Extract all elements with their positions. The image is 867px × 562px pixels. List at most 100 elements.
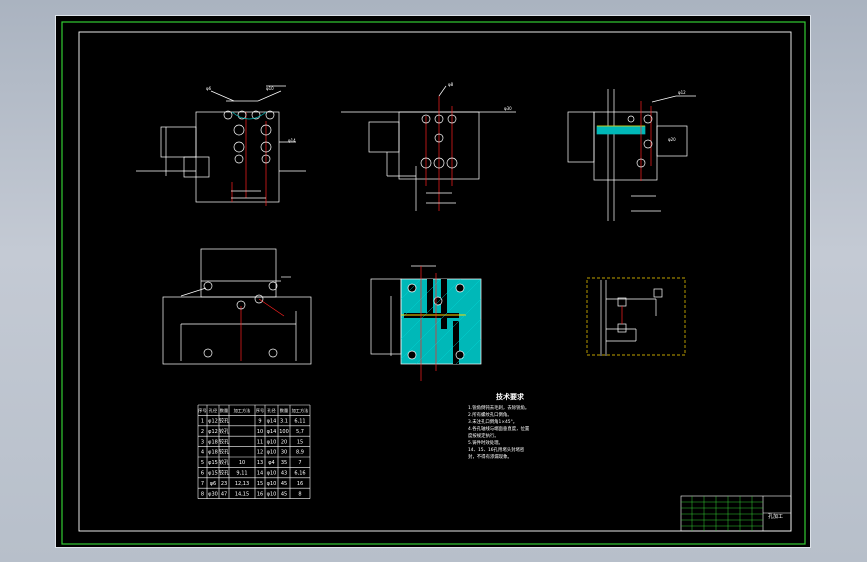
table-cell: 6,16 <box>294 470 305 476</box>
table-cell: 35 <box>281 460 287 466</box>
view-4 <box>162 248 312 365</box>
table-cell: 铰孔 <box>219 469 229 476</box>
table-cell: φ10 <box>267 491 277 497</box>
view-2 <box>341 85 516 211</box>
table-cell: 14,15 <box>235 491 249 497</box>
title-block-drawing-name: 孔加工 <box>768 513 783 520</box>
table-cell: 2 <box>201 429 204 435</box>
tech-req-line: 4.各孔轴线与端面垂直度，位置 <box>468 425 530 432</box>
table-header-cell: 序号 <box>198 407 206 414</box>
view3-callout-1: φ12 <box>678 90 686 95</box>
tech-req-line: 2.所有螺纹孔口倒角。 <box>468 411 512 418</box>
table-cell: φ10 <box>267 450 277 456</box>
table-cell: 6 <box>201 470 204 476</box>
view5-hatch <box>400 278 482 365</box>
drawing-frame <box>78 31 792 532</box>
table-cell: φ14 <box>267 418 277 424</box>
tech-req-line: 度按规定执行。 <box>468 432 499 439</box>
table-cell: φ4 <box>268 460 274 466</box>
tech-req-line: 1.锐角倒钝去毛刺，去除锐角。 <box>468 404 529 411</box>
table-cell: 5 <box>201 460 204 466</box>
view3-callout-2: φ20 <box>668 137 676 142</box>
table-cell: φ15 <box>208 460 218 466</box>
table-cell: 8,9 <box>296 450 304 456</box>
table-cell: 铰孔 <box>219 417 229 424</box>
table-header-cell: 孔径 <box>267 407 275 414</box>
table-cell: 8 <box>298 491 301 497</box>
table-cell: φ30 <box>208 491 218 497</box>
table-cell: 11 <box>257 439 263 445</box>
table-cell: 1 <box>201 418 204 424</box>
table-cell: φ18 <box>208 439 218 445</box>
view3-body <box>593 111 658 181</box>
view-1 <box>136 85 306 206</box>
table-cell: 45 <box>281 491 287 497</box>
table-cell: 10 <box>239 460 245 466</box>
view2-callout-1: φ8 <box>448 82 454 87</box>
drawing-canvas[interactable]: φ6 φ10 φ14 φ8 φ30 <box>56 16 812 549</box>
table-cell: 铰孔 <box>219 428 229 435</box>
table-cell: 6,11 <box>294 418 305 424</box>
table-cell: 铰孔 <box>219 459 229 466</box>
view-5 <box>370 265 482 381</box>
table-cell: φ18 <box>208 450 218 456</box>
table-cell: 16 <box>257 491 263 497</box>
tech-req-line: 3.未注孔口倒角1×45°。 <box>468 418 517 425</box>
tech-req-title: 技术要求 <box>496 392 525 401</box>
table-cell: 铰孔 <box>219 449 229 456</box>
table-cell: 3.1 <box>280 418 288 424</box>
table-cell: 9,11 <box>236 470 247 476</box>
view1-callouts: φ6 φ10 φ14 <box>206 86 296 143</box>
table-cell: 10 <box>257 429 263 435</box>
table-cell: φ10 <box>267 439 277 445</box>
table-cell: 铰孔 <box>219 438 229 445</box>
table-cell: 15 <box>257 481 263 487</box>
table-cell: 20 <box>281 439 287 445</box>
table-cell: 8 <box>201 491 204 497</box>
table-cell: φ10 <box>267 470 277 476</box>
tech-req-line: 14、15、16孔用堵头封堵密 <box>468 446 525 453</box>
table-header-cell: 序号 <box>256 407 264 414</box>
table-cell: 45 <box>281 481 287 487</box>
table-cell: φ10 <box>267 481 277 487</box>
outer-green-border <box>61 21 806 545</box>
view3-callouts: φ12 φ20 <box>668 90 686 142</box>
tech-req-line: 封，不得有渗漏现象。 <box>468 453 512 460</box>
title-block-frame <box>680 495 792 532</box>
table-header-cell: 数量 <box>280 407 288 414</box>
table-cell: φ14 <box>267 429 277 435</box>
table-cell: 100 <box>279 429 289 435</box>
table-cell: φ12 <box>208 429 218 435</box>
table-header-cell: 加工方法 <box>234 407 251 414</box>
table-cell: 30 <box>281 450 287 456</box>
view-6 <box>586 277 686 356</box>
table-cell: 12 <box>257 450 263 456</box>
cad-drawing-viewport[interactable]: φ6 φ10 φ14 φ8 φ30 <box>55 15 811 548</box>
view2-callouts: φ8 φ30 <box>448 82 512 111</box>
table-cell: φ6 <box>210 481 216 487</box>
table-cell: 13 <box>257 460 263 466</box>
table-cell: 43 <box>281 470 287 476</box>
table-cell: 3 <box>201 439 204 445</box>
table-header-cell: 数量 <box>220 407 228 414</box>
view1-callout-1: φ6 <box>206 86 212 91</box>
table-cell: 15 <box>297 439 303 445</box>
table-header-cell: 加工方法 <box>292 407 309 414</box>
table-cell: 16 <box>297 481 303 487</box>
view6-dashed-boundary <box>586 277 686 356</box>
table-cell: 5,7 <box>296 429 304 435</box>
table-cell: 47 <box>221 491 227 497</box>
table-cell: 12,13 <box>235 481 249 487</box>
table-cell: 7 <box>201 481 204 487</box>
table-cell: φ15 <box>208 470 218 476</box>
view4-body <box>162 296 312 365</box>
table-cell: 14 <box>257 470 263 476</box>
table-cell: φ12 <box>208 418 218 424</box>
table-cell: 4 <box>201 450 204 456</box>
technical-requirements: 技术要求 1.锐角倒钝去毛刺，去除锐角。 2.所有螺纹孔口倒角。 3.未注孔口倒… <box>468 392 530 460</box>
view1-callout-2: φ10 <box>266 86 274 91</box>
table-cell: 23 <box>221 481 227 487</box>
view-3 <box>567 89 696 221</box>
view2-callout-2: φ30 <box>504 106 512 111</box>
